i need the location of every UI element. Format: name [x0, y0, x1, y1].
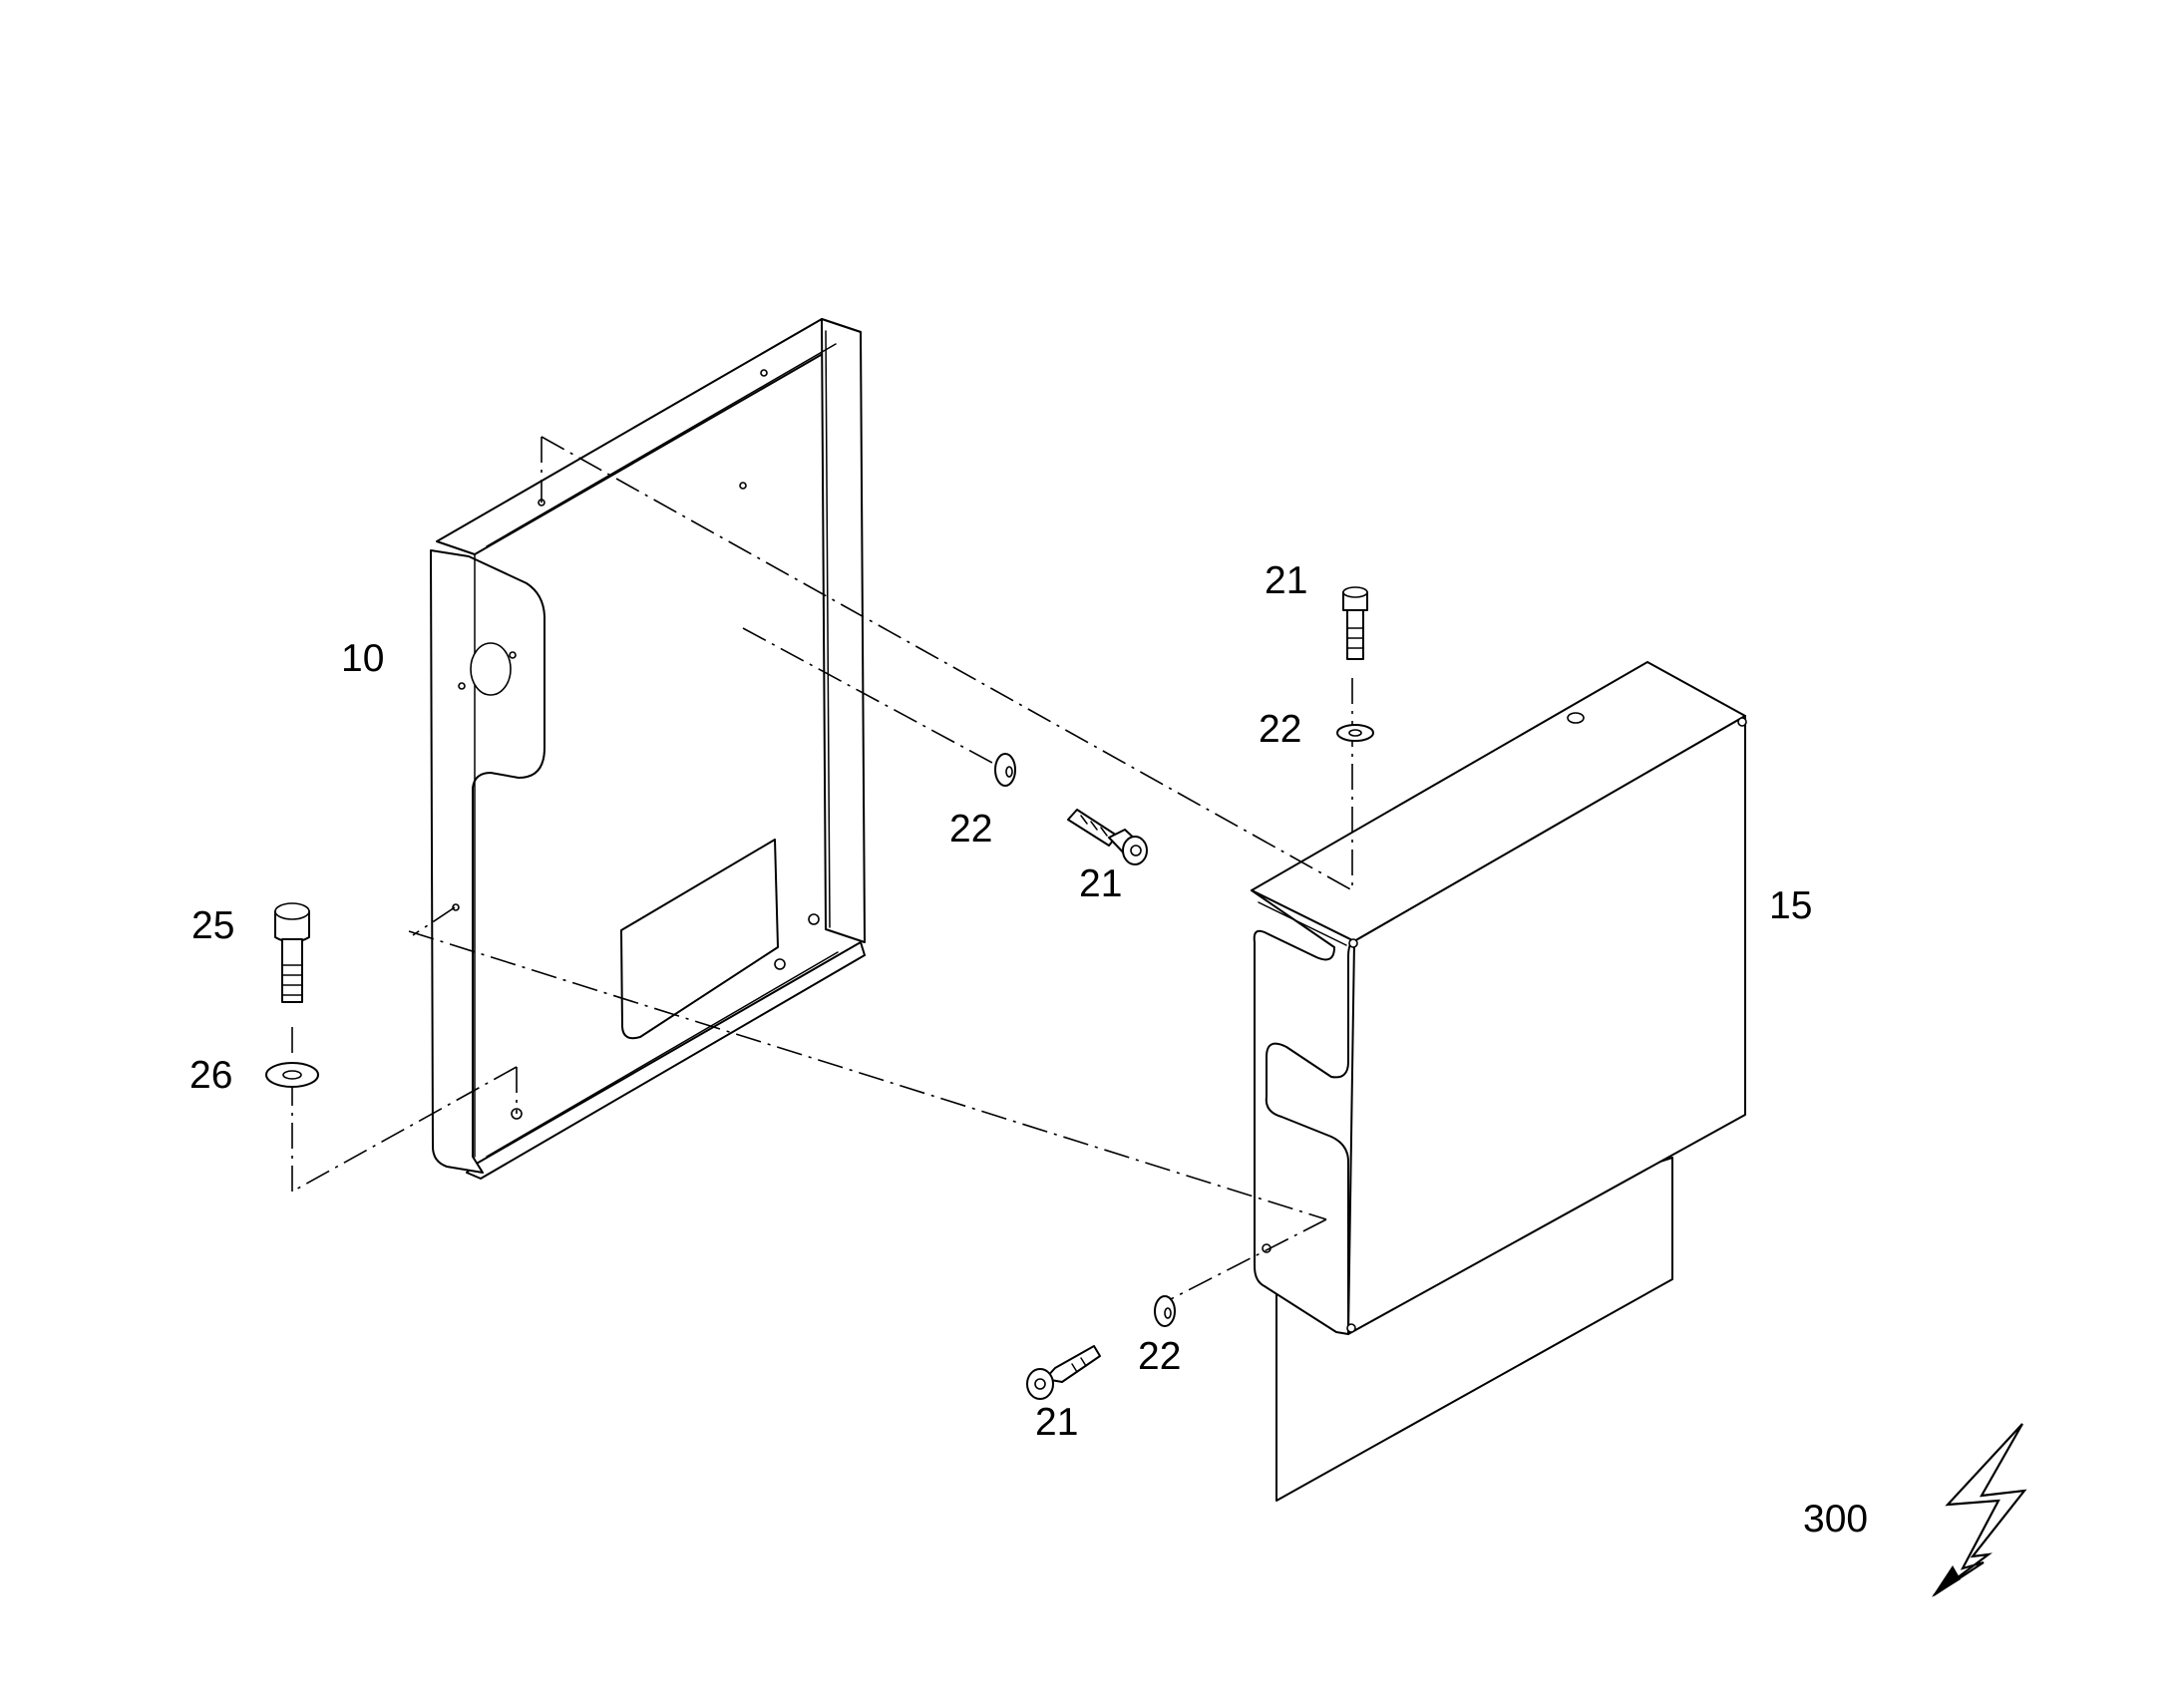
cover-part-15	[1251, 661, 1747, 1502]
callout-washer-middle: 22	[949, 808, 992, 851]
lightning-bolt-icon	[1932, 1423, 2027, 1597]
callout-labels: 10 15 21 22 22 21 22 21 25 26 300	[189, 559, 1868, 1540]
washer-left	[265, 1062, 319, 1088]
callout-screw-middle: 21	[1079, 862, 1122, 905]
washer-middle	[994, 753, 1016, 787]
screw-middle	[1067, 809, 1148, 865]
assembly-leader-lines	[291, 436, 1353, 1302]
callout-cover: 15	[1769, 884, 1812, 927]
figure-number: 300	[1803, 1498, 1868, 1540]
screw-top	[1342, 586, 1368, 660]
callout-enclosure-frame: 10	[341, 637, 384, 680]
callout-washer-bottom: 22	[1138, 1335, 1181, 1378]
enclosure-frame-part-10	[430, 318, 866, 1180]
washer-top	[1336, 724, 1374, 742]
callout-screw-top: 21	[1265, 559, 1307, 602]
bolt-left	[274, 902, 310, 1003]
screw-bottom	[1026, 1345, 1101, 1400]
callout-bolt-left: 25	[191, 904, 234, 947]
callout-washer-left: 26	[189, 1054, 232, 1097]
callout-washer-top: 22	[1259, 708, 1301, 751]
washer-bottom	[1154, 1295, 1176, 1327]
callout-screw-bottom: 21	[1035, 1401, 1078, 1444]
